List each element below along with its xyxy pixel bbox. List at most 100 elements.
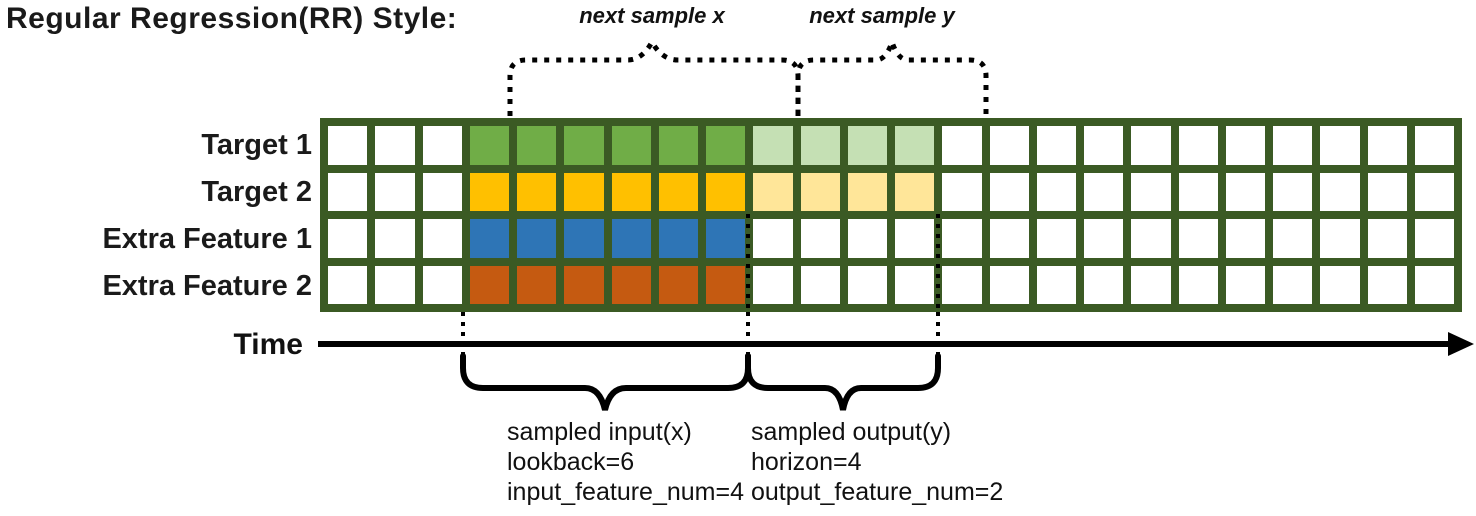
grid-cell	[1320, 172, 1360, 211]
grid-cell	[942, 265, 982, 304]
grid-cell	[328, 172, 368, 211]
grid-cell	[1084, 172, 1124, 211]
grid-cell	[1273, 126, 1313, 165]
grid-cell	[1084, 126, 1124, 165]
grid-cell	[564, 219, 604, 258]
grid-cell	[517, 172, 557, 211]
grid-cell	[1414, 172, 1454, 211]
grid-cell	[847, 172, 887, 211]
grid-cell	[895, 219, 935, 258]
grid-cell	[895, 172, 935, 211]
grid-cell	[753, 126, 793, 165]
grid-cell	[942, 219, 982, 258]
grid-cell	[1367, 172, 1407, 211]
grid-cell	[1036, 172, 1076, 211]
sampled-output-note: sampled output(y) horizon=4 output_featu…	[751, 417, 1003, 507]
lookback-value: lookback=6	[507, 448, 635, 476]
grid-cell	[800, 219, 840, 258]
grid-cell	[1036, 265, 1076, 304]
grid-cell	[564, 265, 604, 304]
grid-cell	[422, 219, 462, 258]
grid-cell	[469, 265, 509, 304]
grid-cell	[1320, 126, 1360, 165]
grid-cell	[1225, 265, 1265, 304]
grid-cell	[1036, 219, 1076, 258]
grid-cell	[1225, 219, 1265, 258]
grid-cell	[989, 219, 1029, 258]
grid-cell	[706, 219, 746, 258]
grid-cell	[989, 265, 1029, 304]
row-label-target-2: Target 2	[201, 176, 312, 208]
grid-cell	[1131, 172, 1171, 211]
grid-cell	[375, 219, 415, 258]
grid-cell	[1131, 126, 1171, 165]
grid-cell	[611, 126, 651, 165]
grid-cell	[753, 172, 793, 211]
grid-cell	[942, 172, 982, 211]
grid-cell	[706, 126, 746, 165]
grid-cell	[989, 172, 1029, 211]
grid-cell	[800, 172, 840, 211]
grid-cell	[328, 126, 368, 165]
sample-grid	[320, 118, 1462, 312]
grid-cell	[1178, 265, 1218, 304]
grid-cell	[469, 126, 509, 165]
grid-cell	[1320, 265, 1360, 304]
grid-cell	[611, 265, 651, 304]
grid-cell	[753, 219, 793, 258]
grid-cell	[658, 265, 698, 304]
grid-cell	[517, 126, 557, 165]
next-sample-x-brace	[507, 36, 801, 116]
grid-cell	[847, 219, 887, 258]
grid-cell	[658, 219, 698, 258]
grid-cell	[564, 172, 604, 211]
grid-cell	[1367, 219, 1407, 258]
grid-cell	[469, 172, 509, 211]
sampled-input-brace	[460, 353, 751, 411]
grid-cell	[1273, 219, 1313, 258]
grid-cell	[1084, 265, 1124, 304]
grid-cell	[328, 265, 368, 304]
grid-cell	[1084, 219, 1124, 258]
grid-cell	[895, 265, 935, 304]
grid-cell	[1367, 265, 1407, 304]
grid-cell	[564, 126, 604, 165]
grid-cell	[375, 265, 415, 304]
grid-cell	[375, 126, 415, 165]
page-title: Regular Regression(RR) Style:	[6, 2, 458, 35]
grid-cell	[658, 126, 698, 165]
grid-cell	[800, 126, 840, 165]
grid-cell	[611, 219, 651, 258]
time-axis-arrow-head	[1448, 332, 1474, 356]
grid-cell	[1131, 265, 1171, 304]
input-feature-num: input_feature_num=4	[507, 478, 744, 506]
grid-cell	[611, 172, 651, 211]
horizon-value: horizon=4	[751, 448, 862, 476]
grid-cell	[706, 265, 746, 304]
next-sample-y-brace	[795, 34, 989, 116]
sampled-output-brace	[745, 353, 941, 411]
row-label-target-1: Target 1	[201, 129, 312, 161]
next-sample-y-label: next sample y	[809, 3, 955, 28]
next-sample-x-label: next sample x	[579, 3, 725, 28]
grid-cell	[1414, 219, 1454, 258]
grid-cell	[1414, 265, 1454, 304]
grid-cell	[1178, 219, 1218, 258]
grid-cell	[753, 265, 793, 304]
grid-cell	[847, 126, 887, 165]
grid-cell	[1273, 172, 1313, 211]
sampled-input-title: sampled input(x)	[507, 418, 692, 446]
grid-cell	[658, 172, 698, 211]
row-label-extra-feature-1: Extra Feature 1	[102, 223, 312, 255]
grid-cell	[942, 126, 982, 165]
grid-cell	[517, 265, 557, 304]
output-feature-num: output_feature_num=2	[751, 478, 1004, 506]
grid-cell	[422, 172, 462, 211]
grid-cell	[1178, 172, 1218, 211]
grid-cell	[375, 172, 415, 211]
grid-cell	[517, 219, 557, 258]
grid-cell	[706, 172, 746, 211]
grid-cell	[1036, 126, 1076, 165]
sampled-input-note: sampled input(x) lookback=6 input_featur…	[507, 417, 744, 507]
